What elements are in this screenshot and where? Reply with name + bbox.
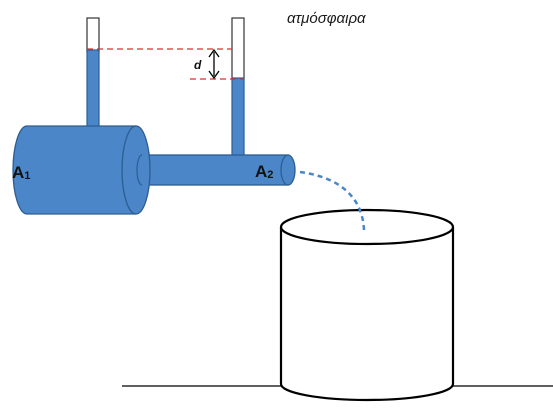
right-vertical-tube	[231, 17, 245, 159]
area2-label: A2	[255, 162, 273, 181]
height-difference-label: d	[194, 58, 202, 72]
left-vertical-tube	[86, 17, 100, 133]
left-tube-water-column	[86, 49, 100, 133]
narrow-pipe-outlet	[280, 154, 296, 186]
water-jet	[299, 170, 366, 231]
open-container	[279, 208, 455, 402]
wide-pipe	[12, 125, 151, 215]
area1-label: A1	[12, 163, 30, 182]
atmosphere-label: ατμόσφαιρα	[287, 10, 366, 27]
height-difference-arrow	[208, 48, 220, 80]
right-tube-water-column	[231, 77, 245, 159]
